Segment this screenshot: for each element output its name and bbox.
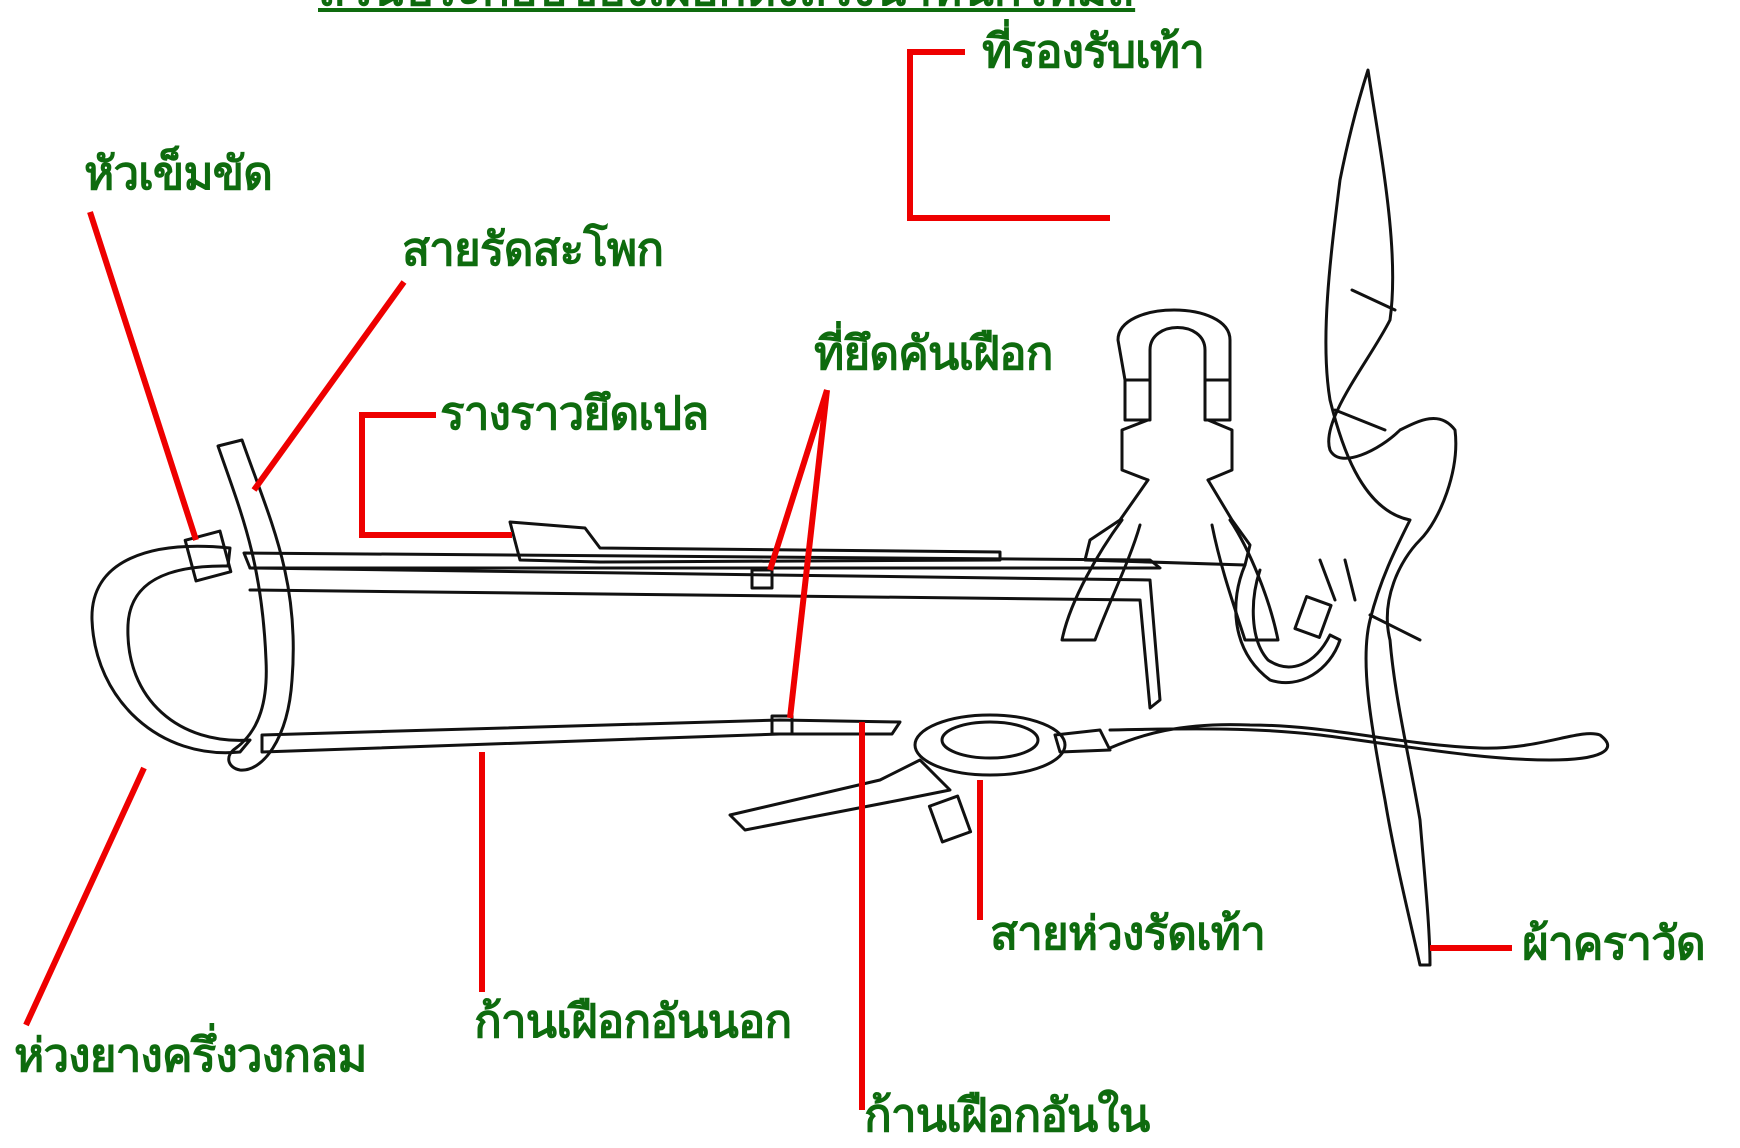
buckle xyxy=(183,529,233,583)
cravat xyxy=(1324,68,1458,967)
label-ring: ห่วงยางครึ่งวงกลม xyxy=(14,1028,367,1082)
label-outer-rod: ก้านเฝือกอันนอก xyxy=(474,994,792,1048)
hip-strap xyxy=(216,438,295,772)
leader-ring xyxy=(23,766,147,1027)
stretcher-bar xyxy=(508,520,1002,564)
ankle-strap-band xyxy=(728,758,952,832)
foot-plate xyxy=(1116,308,1232,422)
label-hip-strap: สายรัดสะโพก xyxy=(402,222,664,276)
label-ankle-strap: สายห่วงรัดเท้า xyxy=(990,906,1266,960)
label-splint-clamp: ที่ยึดคันเฝือก xyxy=(814,326,1054,380)
clamp-upper xyxy=(750,568,774,590)
label-inner-rod: ก้านเฝือกอันใน xyxy=(864,1088,1150,1142)
label-buckle: หัวเข็มขัด xyxy=(84,146,273,200)
outer-rod xyxy=(242,551,1162,570)
leader-buckle xyxy=(87,211,199,541)
label-foot-plate: ที่รองรับเท้า xyxy=(982,24,1205,78)
leader-splint-clamp-b xyxy=(787,389,830,719)
inner-rod xyxy=(260,718,902,754)
label-cravat: ผ้าคราวัด xyxy=(1522,916,1706,970)
leader-stretcher-bar xyxy=(359,412,512,538)
half-ring xyxy=(90,544,252,755)
label-stretcher-bar: รางราวยึดเปล xyxy=(440,386,709,440)
diagram-title: ส่วนประกอบของเฝือกดึงถ่วงน้ำหนักโทมัส xyxy=(318,0,1135,12)
clamp-lower xyxy=(770,714,794,736)
leader-splint-clamp-a xyxy=(767,389,830,571)
leader-hip-strap xyxy=(251,280,407,492)
leader-foot-plate xyxy=(907,49,1110,221)
